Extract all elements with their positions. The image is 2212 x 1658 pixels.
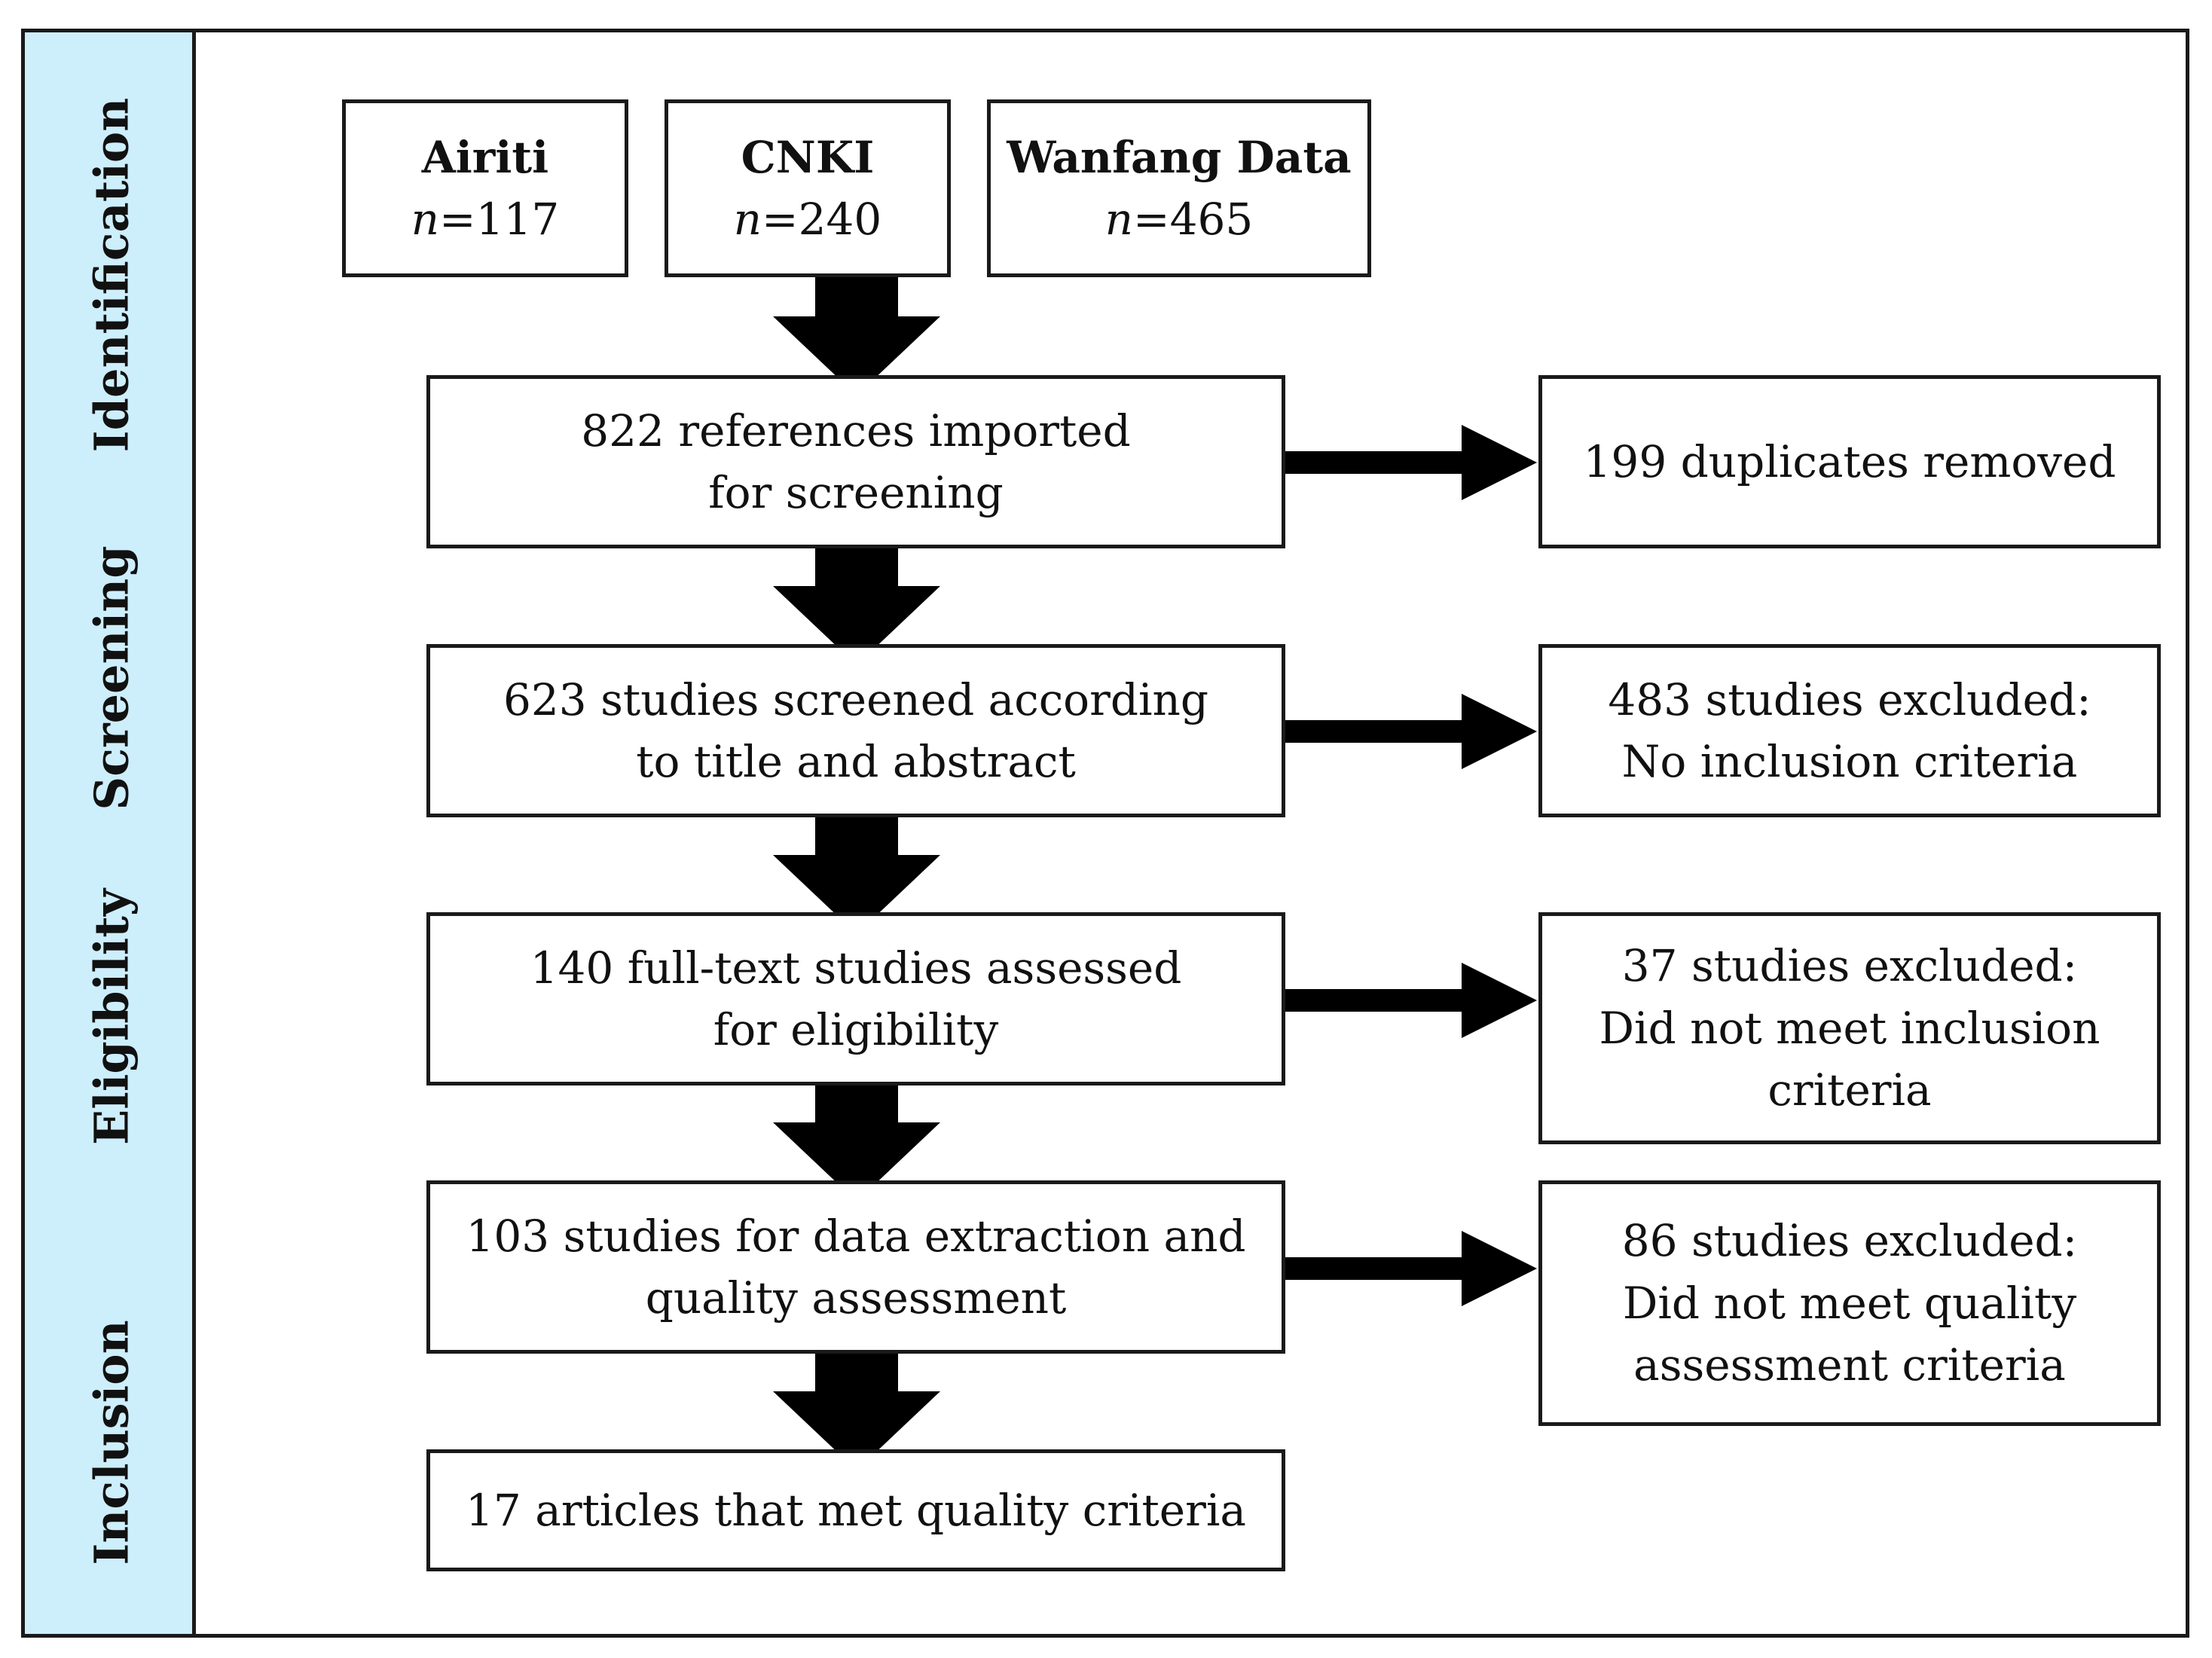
source-box-wanfang: Wanfang Data n=465 bbox=[987, 99, 1371, 277]
exclusion-line: 86 studies excluded: bbox=[1621, 1215, 2078, 1267]
right-arrow-1 bbox=[1285, 425, 1537, 500]
exclusion-line: No inclusion criteria bbox=[1621, 736, 2078, 787]
exclusion-line: assessment criteria bbox=[1633, 1339, 2066, 1391]
source-name: CNKI bbox=[741, 131, 875, 183]
down-arrow-1 bbox=[773, 275, 940, 395]
step-line: for eligibility bbox=[713, 1004, 999, 1055]
down-arrow-4 bbox=[773, 1085, 940, 1202]
source-box-airiti: Airiti n=117 bbox=[342, 99, 628, 277]
source-count: n=117 bbox=[411, 194, 560, 245]
exclusion-line: 199 duplicates removed bbox=[1583, 435, 2116, 487]
exclusion-box-eligibility: 37 studies excluded: Did not meet inclus… bbox=[1538, 912, 2161, 1144]
exclusion-line: Did not meet quality bbox=[1622, 1277, 2077, 1329]
step-line: for screening bbox=[708, 467, 1004, 518]
step-box-extraction: 103 studies for data extraction and qual… bbox=[426, 1180, 1285, 1354]
exclusion-box-screening: 483 studies excluded: No inclusion crite… bbox=[1538, 644, 2161, 817]
exclusion-box-duplicates: 199 duplicates removed bbox=[1538, 375, 2161, 548]
source-box-cnki: CNKI n=240 bbox=[665, 99, 951, 277]
right-arrow-4 bbox=[1285, 1231, 1537, 1306]
right-arrow-2 bbox=[1285, 694, 1537, 769]
source-name: Airiti bbox=[421, 131, 549, 183]
right-arrow-3 bbox=[1285, 963, 1537, 1038]
step-line: 140 full-text studies assessed bbox=[530, 942, 1182, 994]
source-name: Wanfang Data bbox=[1007, 131, 1352, 183]
exclusion-line: Did not meet inclusion bbox=[1599, 1002, 2100, 1054]
exclusion-box-quality: 86 studies excluded: Did not meet qualit… bbox=[1538, 1180, 2161, 1426]
step-box-imported: 822 references imported for screening bbox=[426, 375, 1285, 548]
down-arrow-5 bbox=[773, 1354, 940, 1470]
step-box-assessed: 140 full-text studies assessed for eligi… bbox=[426, 912, 1285, 1085]
exclusion-line: 37 studies excluded: bbox=[1621, 940, 2078, 992]
step-line: 822 references imported bbox=[581, 405, 1131, 456]
exclusion-line: 483 studies excluded: bbox=[1608, 673, 2091, 725]
step-line: 17 articles that met quality criteria bbox=[466, 1484, 1246, 1536]
step-line: quality assessment bbox=[645, 1272, 1067, 1324]
stage-sidebar bbox=[21, 29, 196, 1638]
step-box-included: 17 articles that met quality criteria bbox=[426, 1449, 1285, 1571]
down-arrow-3 bbox=[773, 817, 940, 934]
step-line: 103 studies for data extraction and bbox=[466, 1210, 1246, 1262]
down-arrow-2 bbox=[773, 548, 940, 665]
step-line: 623 studies screened according bbox=[503, 673, 1208, 725]
step-box-screened: 623 studies screened according to title … bbox=[426, 644, 1285, 817]
source-count: n=240 bbox=[733, 194, 882, 245]
source-count: n=465 bbox=[1104, 194, 1254, 245]
step-line: to title and abstract bbox=[636, 736, 1076, 787]
exclusion-line: criteria bbox=[1767, 1064, 1932, 1116]
